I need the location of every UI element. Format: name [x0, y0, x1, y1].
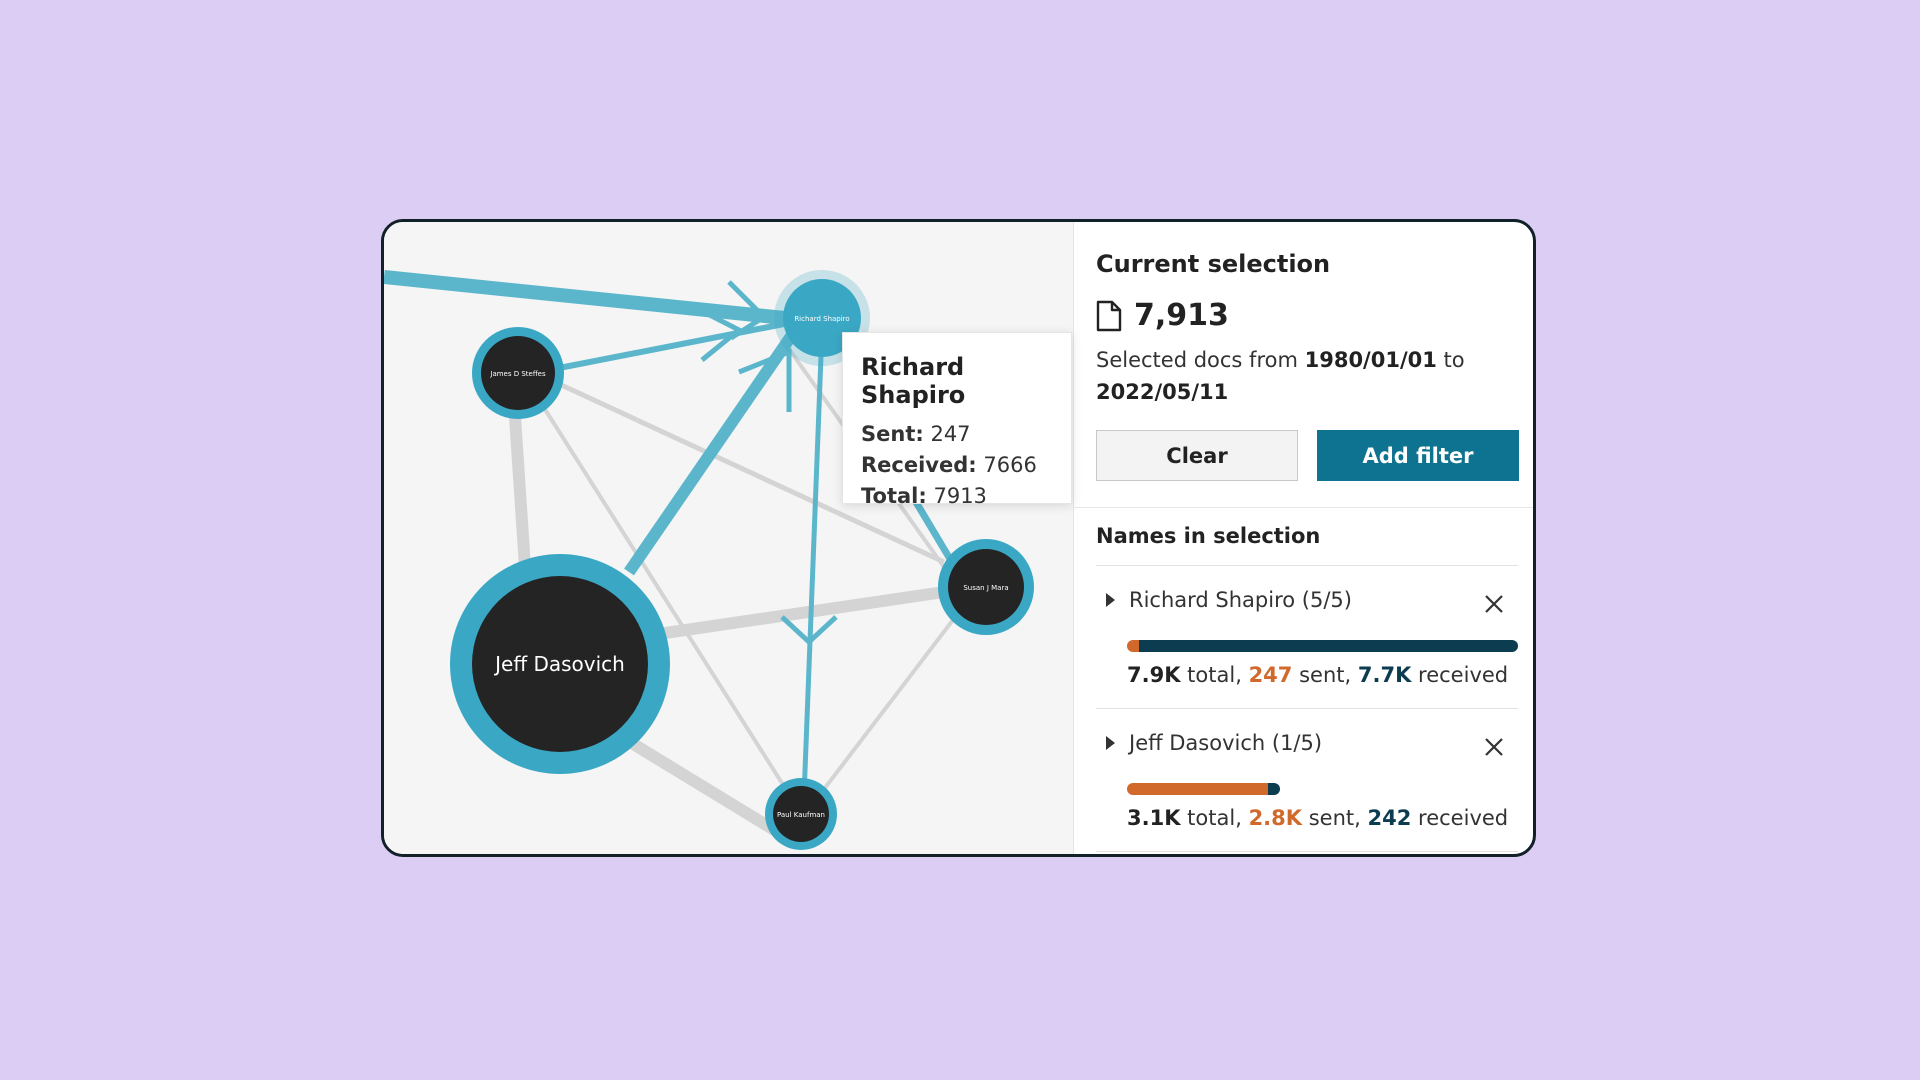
- node-tooltip: Richard Shapiro Sent: 247 Received: 7666…: [842, 332, 1072, 508]
- close-icon[interactable]: [1482, 592, 1506, 616]
- doc-count-row: 7,913: [1096, 298, 1229, 333]
- sent-word: sent,: [1299, 663, 1352, 687]
- received-word: received: [1418, 663, 1509, 687]
- panel-title: Current selection: [1096, 250, 1331, 278]
- selected-docs-prefix: Selected docs from: [1096, 348, 1298, 372]
- name-item-richard-shapiro: Richard Shapiro (5/5) 7.9K total, 247 se…: [1096, 566, 1518, 709]
- arrow-head-icon: [738, 348, 792, 412]
- total-value: 3.1K: [1127, 806, 1181, 830]
- received-value: 242: [1367, 806, 1412, 830]
- name-label: Richard Shapiro (5/5): [1129, 588, 1352, 612]
- doc-count: 7,913: [1134, 298, 1229, 333]
- sent-received-bar: [1127, 783, 1280, 795]
- name-item-jeff-dasovich: Jeff Dasovich (1/5) 3.1K total, 2.8K sen…: [1096, 709, 1518, 852]
- clear-button[interactable]: Clear: [1096, 430, 1298, 481]
- tooltip-total-label: Total:: [861, 484, 927, 508]
- edge-mara-kaufman: [797, 610, 961, 824]
- tooltip-sent: Sent: 247: [861, 419, 1053, 450]
- network-graph[interactable]: Richard Shapiro James D Steffes Jeff Das…: [384, 222, 1074, 854]
- name-stats: 7.9K total, 247 sent, 7.7K received: [1127, 663, 1508, 687]
- arrow-head-icon: [780, 615, 838, 646]
- node-jeff-dasovich[interactable]: Jeff Dasovich: [450, 554, 670, 774]
- close-icon[interactable]: [1482, 735, 1506, 759]
- sent-word: sent,: [1308, 806, 1361, 830]
- edge-steffes-mara: [542, 374, 946, 565]
- edge-steffes-shapiro: [553, 319, 795, 372]
- sent-value: 2.8K: [1248, 806, 1303, 830]
- network-graph-canvas[interactable]: Richard Shapiro James D Steffes Jeff Das…: [384, 222, 1073, 857]
- date-from: 1980/01/01: [1304, 348, 1437, 372]
- edge-steffes-kaufman: [532, 390, 796, 804]
- tooltip-name: Richard Shapiro: [861, 353, 966, 409]
- received-value: 7.7K: [1357, 663, 1412, 687]
- edge-offscreen-shapiro: [384, 270, 805, 327]
- tooltip-received: Received: 7666: [861, 450, 1053, 481]
- tooltip-total-value: 7913: [933, 484, 987, 508]
- node-susan-j-mara[interactable]: Susan J Mara: [938, 539, 1034, 635]
- node-label: Jeff Dasovich: [493, 652, 625, 676]
- arrow-head-icon: [692, 304, 744, 362]
- caret-right-icon[interactable]: [1106, 593, 1115, 607]
- selected-docs-range: Selected docs from 1980/01/01 to 2022/05…: [1096, 344, 1496, 408]
- node-james-d-steffes[interactable]: James D Steffes: [472, 327, 564, 419]
- tooltip-total: Total: 7913: [861, 481, 1053, 512]
- selection-card: Richard Shapiro James D Steffes Jeff Das…: [381, 219, 1536, 857]
- tooltip-sent-value: 247: [930, 422, 971, 446]
- highlighted-edges: [384, 270, 963, 798]
- name-stats: 3.1K total, 2.8K sent, 242 received: [1127, 806, 1508, 830]
- name-toggle[interactable]: Richard Shapiro (5/5): [1096, 588, 1352, 612]
- node-label: Susan J Mara: [963, 584, 1008, 592]
- tooltip-received-value: 7666: [983, 453, 1037, 477]
- names-divider: [1096, 565, 1518, 566]
- total-word: total,: [1187, 806, 1242, 830]
- received-bar-segment: [1139, 640, 1518, 652]
- sent-received-bar: [1127, 640, 1518, 652]
- edge-dasovich-shapiro: [624, 328, 799, 576]
- name-toggle[interactable]: Jeff Dasovich (1/5): [1096, 731, 1322, 755]
- node-paul-kaufman[interactable]: Paul Kaufman: [765, 778, 837, 850]
- caret-right-icon[interactable]: [1106, 736, 1115, 750]
- add-filter-button[interactable]: Add filter: [1317, 430, 1519, 481]
- date-to-word: to: [1443, 348, 1465, 372]
- node-label: Paul Kaufman: [777, 811, 825, 819]
- sent-value: 247: [1248, 663, 1293, 687]
- tooltip-sent-label: Sent:: [861, 422, 924, 446]
- selection-panel: Current selection 7,913 Selected docs fr…: [1074, 222, 1533, 854]
- name-label: Jeff Dasovich (1/5): [1129, 731, 1323, 755]
- node-label: James D Steffes: [489, 370, 546, 378]
- date-to: 2022/05/11: [1096, 380, 1229, 404]
- document-icon: [1096, 300, 1122, 331]
- sent-bar-segment: [1127, 640, 1140, 652]
- panel-divider: [1074, 507, 1533, 508]
- edge-shapiro-kaufman: [801, 329, 825, 798]
- tooltip-received-label: Received:: [861, 453, 977, 477]
- sent-bar-segment: [1127, 783, 1268, 795]
- node-label: Richard Shapiro: [794, 315, 849, 323]
- names-in-selection-title: Names in selection: [1096, 524, 1321, 548]
- total-word: total,: [1187, 663, 1242, 687]
- received-bar-segment: [1267, 783, 1280, 795]
- total-value: 7.9K: [1127, 663, 1181, 687]
- received-word: received: [1418, 806, 1509, 830]
